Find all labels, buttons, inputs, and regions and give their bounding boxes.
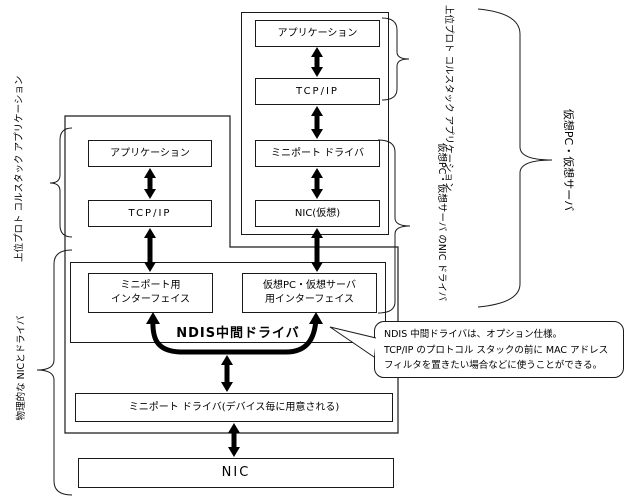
arrow-miniportdriver-nic — [228, 423, 240, 457]
host-tcpip-box: TCP/IP — [88, 200, 212, 227]
callout-line1: NDIS 中間ドライバは、オプション仕様。 — [384, 329, 563, 340]
brace-left-lower — [36, 249, 73, 496]
callout-line2: TCP/IP のプロトコル スタックの前に MAC アドレス — [384, 344, 609, 356]
virtual-server-interface-line2: 用インターフェイス — [264, 294, 355, 305]
ndis-u-right-arrowhead — [309, 312, 323, 324]
ndis-u-left-arrowhead — [146, 312, 160, 324]
arrow-vm-tcpip-miniport — [311, 106, 323, 139]
arrow-vm-nic-interface — [311, 228, 323, 272]
arrow-vm-miniport-nic — [311, 168, 323, 199]
brace-right-upper — [381, 17, 410, 101]
brace-right-middle — [377, 139, 411, 314]
brace-far-right — [477, 8, 553, 308]
miniport-interface-line2: インターフェイス — [110, 294, 191, 305]
brace-left-upper — [49, 127, 73, 238]
ndis-note-callout: NDIS 中間ドライバは、オプション仕様。 TCP/IP のプロトコル スタック… — [374, 321, 624, 378]
miniport-interface-box: ミニポート用 インターフェイス — [88, 273, 213, 313]
arrow-host-app-tcpip — [144, 168, 156, 199]
miniport-driver-box: ミニポート ドライバ(デバイス毎に用意される) — [75, 393, 393, 422]
arrow-host-tcpip-interface — [144, 228, 156, 272]
ndis-u-connector — [150, 317, 319, 355]
arrow-ndis-miniportdriver — [221, 355, 233, 392]
virtual-server-interface-line1: 仮想PC・仮想サーバ — [263, 280, 356, 291]
arrow-vm-app-tcpip — [311, 47, 323, 77]
callout-line3: フィルタを置きたい場合などに使うことができる。 — [384, 360, 603, 371]
ndis-intermediate-driver-title: NDIS中間ドライバ — [176, 326, 300, 341]
host-application-box: アプリケーション — [88, 140, 212, 167]
physical-stack-container-outline — [64, 115, 399, 434]
vm-application-box: アプリケーション — [255, 20, 380, 47]
vm-miniport-driver-box: ミニポート ドライバ — [255, 140, 380, 167]
callout-tail — [329, 326, 377, 358]
virtual-server-interface-box: 仮想PC・仮想サーバ 用インターフェイス — [242, 273, 377, 313]
nic-box: NIC — [78, 458, 394, 488]
vm-tcpip-box: TCP/IP — [255, 78, 380, 105]
miniport-interface-line1: ミニポート用 — [120, 280, 181, 291]
vm-virtual-nic-box: NIC(仮想) — [255, 200, 380, 227]
